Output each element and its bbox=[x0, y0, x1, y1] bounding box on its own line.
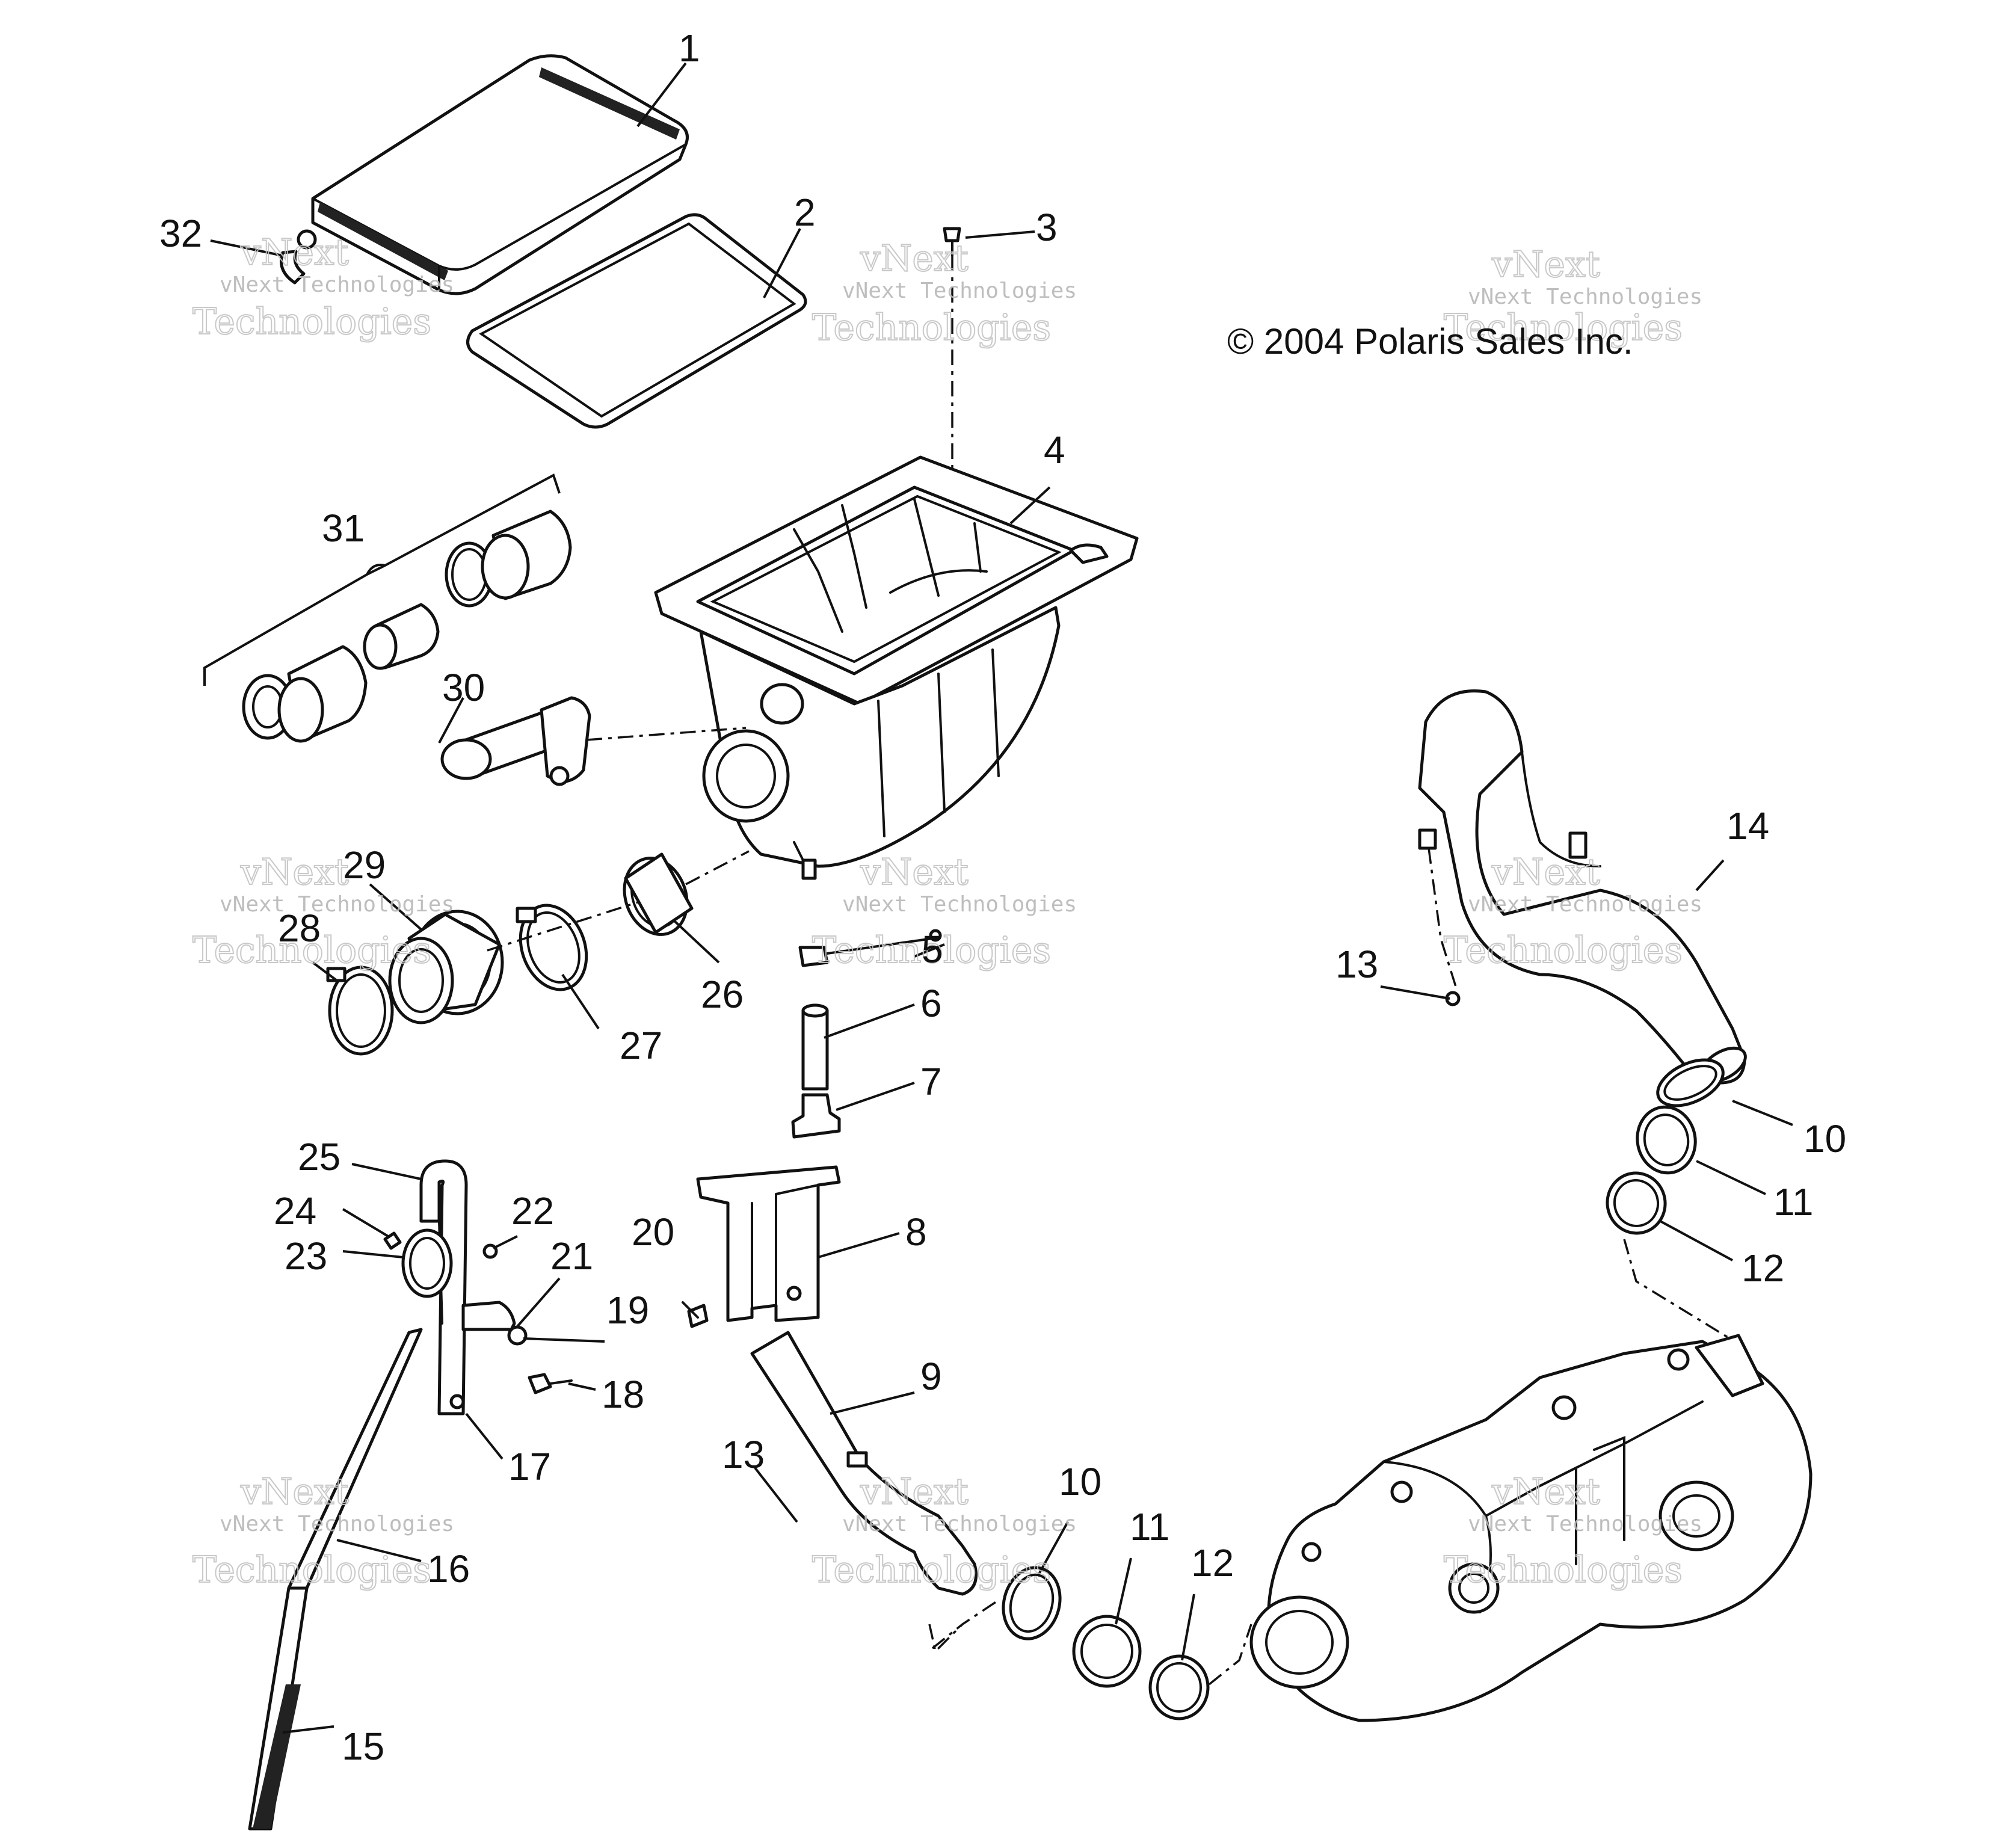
callout-5: 5 bbox=[922, 928, 943, 971]
callout-numbers: 1 2 3 4 5 6 7 8 9 10 10 11 11 12 12 13 1… bbox=[159, 26, 1846, 1768]
cvt-cover bbox=[1249, 1334, 1813, 1722]
callout-17: 17 bbox=[508, 1445, 551, 1488]
watermark: vNext Technologies bbox=[220, 892, 454, 917]
callout-13: 13 bbox=[722, 1433, 765, 1476]
callout-16: 16 bbox=[427, 1547, 470, 1591]
callout-10: 10 bbox=[1803, 1117, 1846, 1160]
callout-31: 31 bbox=[322, 507, 365, 550]
callout-32: 32 bbox=[159, 212, 202, 255]
callout-20: 20 bbox=[632, 1210, 674, 1254]
watermark: vNext Technologies bbox=[220, 273, 454, 297]
callout-12: 12 bbox=[1191, 1541, 1234, 1585]
callout-21: 21 bbox=[550, 1234, 593, 1278]
watermark: vNext bbox=[240, 851, 349, 893]
callout-25: 25 bbox=[298, 1135, 340, 1178]
callout-23: 23 bbox=[285, 1234, 327, 1278]
vent-assembly bbox=[248, 1159, 573, 1831]
watermark: vNext bbox=[240, 1471, 349, 1513]
watermark: vNext bbox=[860, 238, 969, 280]
watermark: vNext Technologies bbox=[842, 892, 1077, 917]
watermark: Technologies bbox=[1444, 929, 1683, 972]
callout-9: 9 bbox=[920, 1355, 942, 1398]
callout-4: 4 bbox=[1044, 428, 1065, 472]
watermark: Technologies bbox=[812, 1549, 1051, 1591]
watermark: vNext bbox=[1491, 851, 1600, 893]
callout-28: 28 bbox=[278, 907, 321, 950]
callout-27: 27 bbox=[620, 1024, 662, 1067]
watermark: vNext Technologies bbox=[1468, 1512, 1702, 1536]
airbox-lid bbox=[311, 54, 689, 295]
boot-clamps bbox=[326, 850, 750, 1056]
callout-3: 3 bbox=[1036, 206, 1058, 249]
callout-1: 1 bbox=[679, 26, 700, 70]
intake-kit bbox=[203, 473, 572, 743]
callout-29: 29 bbox=[343, 843, 386, 887]
watermark: Technologies bbox=[192, 929, 431, 972]
callout-24: 24 bbox=[274, 1189, 316, 1233]
callout-2: 2 bbox=[794, 191, 816, 234]
screw-3 bbox=[943, 227, 961, 469]
watermarks: vNext vNext Technologies Technologies vN… bbox=[192, 231, 1702, 1592]
watermark: vNext Technologies bbox=[220, 1512, 454, 1536]
callout-6: 6 bbox=[920, 982, 942, 1025]
clamps-right bbox=[1606, 1058, 1745, 1349]
duct-9 bbox=[750, 1331, 999, 1654]
watermark: Technologies bbox=[812, 307, 1051, 349]
inlet-tube bbox=[440, 696, 747, 786]
watermark: vNext bbox=[860, 1471, 969, 1513]
watermark: vNext bbox=[860, 851, 969, 893]
watermark: vNext Technologies bbox=[1468, 285, 1702, 309]
callout-30: 30 bbox=[442, 666, 485, 709]
duct-14 bbox=[1418, 689, 1747, 1085]
bracket bbox=[682, 1165, 841, 1328]
callout-15: 15 bbox=[342, 1725, 384, 1768]
watermark: Technologies bbox=[192, 1549, 431, 1591]
air-box bbox=[654, 455, 1139, 880]
leader-lines bbox=[210, 62, 1793, 1734]
watermark: Technologies bbox=[1444, 1549, 1683, 1591]
callout-19: 19 bbox=[606, 1289, 649, 1332]
callout-12: 12 bbox=[1742, 1246, 1784, 1290]
callout-26: 26 bbox=[701, 973, 744, 1016]
callout-10: 10 bbox=[1059, 1460, 1101, 1503]
watermark: vNext bbox=[1491, 244, 1600, 286]
callout-13: 13 bbox=[1335, 943, 1378, 986]
callout-7: 7 bbox=[920, 1060, 942, 1103]
lid-clip bbox=[280, 229, 317, 285]
watermark: vNext Technologies bbox=[1468, 892, 1702, 917]
callout-22: 22 bbox=[511, 1189, 554, 1233]
callout-18: 18 bbox=[602, 1373, 644, 1416]
callout-11: 11 bbox=[1773, 1180, 1813, 1224]
watermark: vNext bbox=[240, 232, 349, 274]
callout-14: 14 bbox=[1726, 804, 1769, 848]
watermark: vNext Technologies bbox=[842, 1512, 1077, 1536]
watermark: Technologies bbox=[192, 301, 431, 343]
watermark: vNext Technologies bbox=[842, 279, 1077, 303]
clamps-lower bbox=[1002, 1566, 1252, 1720]
watermark: Technologies bbox=[812, 929, 1051, 972]
filter-gasket bbox=[466, 213, 807, 429]
watermark: Technologies bbox=[1444, 307, 1683, 349]
copyright-notice: © 2004 Polaris Sales Inc. bbox=[1227, 321, 1633, 362]
callout-8: 8 bbox=[905, 1210, 927, 1254]
watermark: vNext bbox=[1491, 1471, 1600, 1513]
callout-11: 11 bbox=[1130, 1505, 1169, 1548]
drain-parts bbox=[791, 929, 942, 1139]
